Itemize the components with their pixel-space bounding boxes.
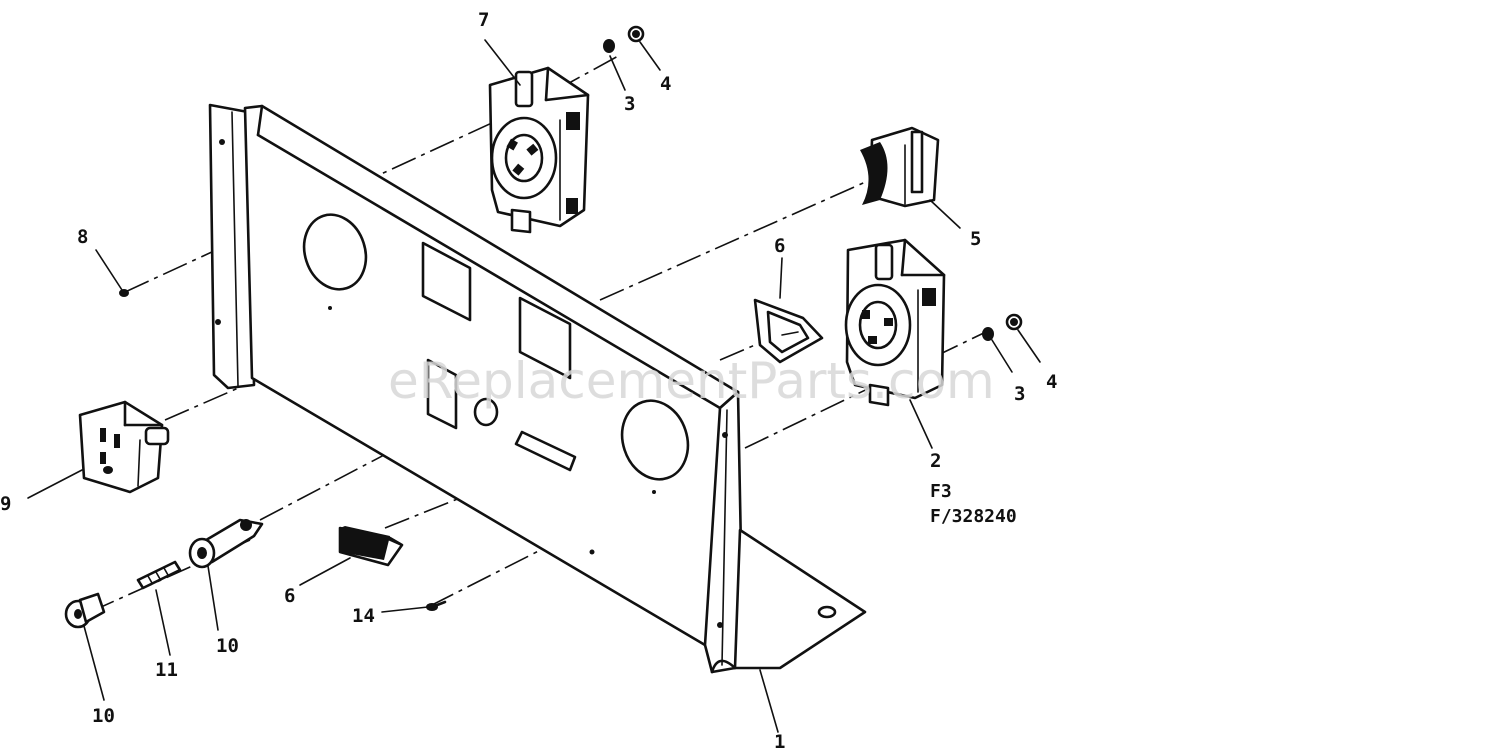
nut-3-top	[603, 39, 615, 53]
gasket-6-upper	[753, 298, 824, 364]
control-panel-bracket	[208, 103, 867, 674]
label-part-4-right: 4	[1046, 371, 1057, 393]
label-part-8: 8	[77, 226, 88, 248]
label-part-5: 5	[970, 228, 981, 250]
rocker-switch-5	[860, 126, 940, 208]
label-part-11: 11	[155, 659, 178, 681]
label-part-10-cap: 10	[92, 705, 115, 727]
fuse-holder-10-body	[188, 518, 264, 569]
screw-14	[426, 600, 447, 611]
label-part-9: 9	[0, 493, 11, 515]
duplex-outlet-9	[78, 400, 170, 494]
fuse-11	[136, 560, 182, 590]
fuse-cap-10	[64, 592, 106, 629]
nut-4-top	[627, 25, 645, 43]
label-part-4-top: 4	[660, 73, 671, 95]
leader-lines	[27, 39, 1041, 733]
label-part-6-lower: 6	[284, 585, 295, 607]
twist-lock-receptacle-7	[488, 66, 590, 234]
switch-6-lower	[338, 526, 404, 567]
label-part-10-holder: 10	[216, 635, 239, 657]
label-part-2: 2	[930, 450, 941, 472]
part-labels: 7 3 4 8 5 6 4 3 2 F3 F/328240 9 10 11 10…	[0, 9, 1057, 750]
nut-3-right	[982, 327, 994, 341]
note-line-2: F/328240	[930, 506, 1017, 527]
label-part-7: 7	[478, 9, 489, 31]
watermark: eReplacementParts.com	[388, 352, 995, 410]
label-part-3-right: 3	[1014, 383, 1025, 405]
label-part-1: 1	[774, 731, 785, 750]
label-part-6-upper: 6	[774, 235, 785, 257]
note-line-1: F3	[930, 481, 952, 502]
receptacle-2	[844, 238, 946, 407]
label-part-3-top: 3	[624, 93, 635, 115]
nut-4-right	[1005, 313, 1023, 331]
label-part-14: 14	[352, 605, 375, 627]
screw-8	[119, 289, 129, 297]
